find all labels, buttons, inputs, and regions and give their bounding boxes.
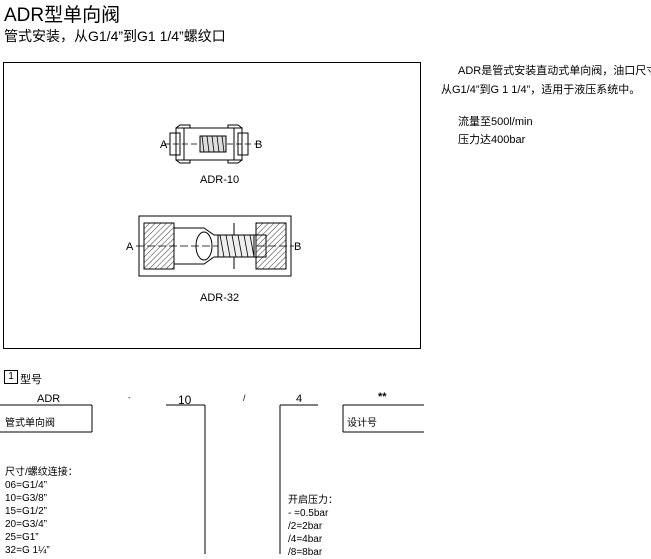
small-valve-drawing [164,124,256,164]
large-valve-port-b: B [294,241,301,253]
list-item: 32=G 1¼” [5,545,50,556]
large-valve-drawing [136,215,294,277]
flow-spec: 流量至500l/min [458,116,533,128]
list-item: 06=G1/4” [5,480,47,491]
size-options-list: 尺寸/螺纹连接： 06=G1/4” 10=G3/8” 15=G1/2” 20=G… [5,466,78,557]
list-item: - =0.5bar [288,508,329,519]
description-line-2: 从G1/4”到G 1 1/4”，适用于液压系统中。 [441,84,641,96]
list-item: 10=G3/8” [5,493,47,504]
section-title: 型号 [20,374,42,386]
small-valve-port-b: B [255,139,262,151]
list-item: /4=4bar [288,534,323,545]
type-label: 管式单向阀 [5,418,55,429]
list-item: 15=G1/2” [5,506,47,517]
pressure-heading: 开启压力： [288,495,338,506]
small-valve-port-a: A [160,139,168,151]
code-part-pressure: 4 [296,393,303,405]
valve-diagram-frame: A B ADR-10 A B ADR-32 [3,62,421,349]
design-number-label: 设计号 [347,418,377,429]
code-part-adr: ADR [37,393,61,405]
large-valve-label: ADR-32 [200,292,239,304]
large-valve-port-a: A [126,241,134,253]
pressure-spec: 压力达400bar [458,134,526,146]
ordering-code-lines [0,404,424,554]
size-heading: 尺寸/螺纹连接： [5,467,78,478]
list-item: /2=2bar [288,521,323,532]
code-part-dash: - [128,393,131,402]
section-number-badge: 1 [4,370,18,384]
page-title: ADR型单向阀 [4,5,121,26]
cracking-pressure-options-list: 开启压力： - =0.5bar /2=2bar /4=4bar /8=8bar [288,494,338,559]
list-item: /8=8bar [288,547,323,558]
list-item: 25=G1” [5,532,39,543]
code-part-slash: / [243,393,246,403]
code-part-design: ** [378,391,387,403]
small-valve-label: ADR-10 [200,174,239,186]
valve-diagram: A B ADR-10 A B ADR-32 [126,124,301,304]
description-line-1: ADR是管式安装直动式单向阀，油口尺寸 [458,65,651,77]
list-item: 20=G3/4” [5,519,47,530]
page-subtitle: 管式安装，从G1/4”到G1 1/4”螺纹口 [4,28,226,44]
code-part-size: 10 [178,393,192,407]
